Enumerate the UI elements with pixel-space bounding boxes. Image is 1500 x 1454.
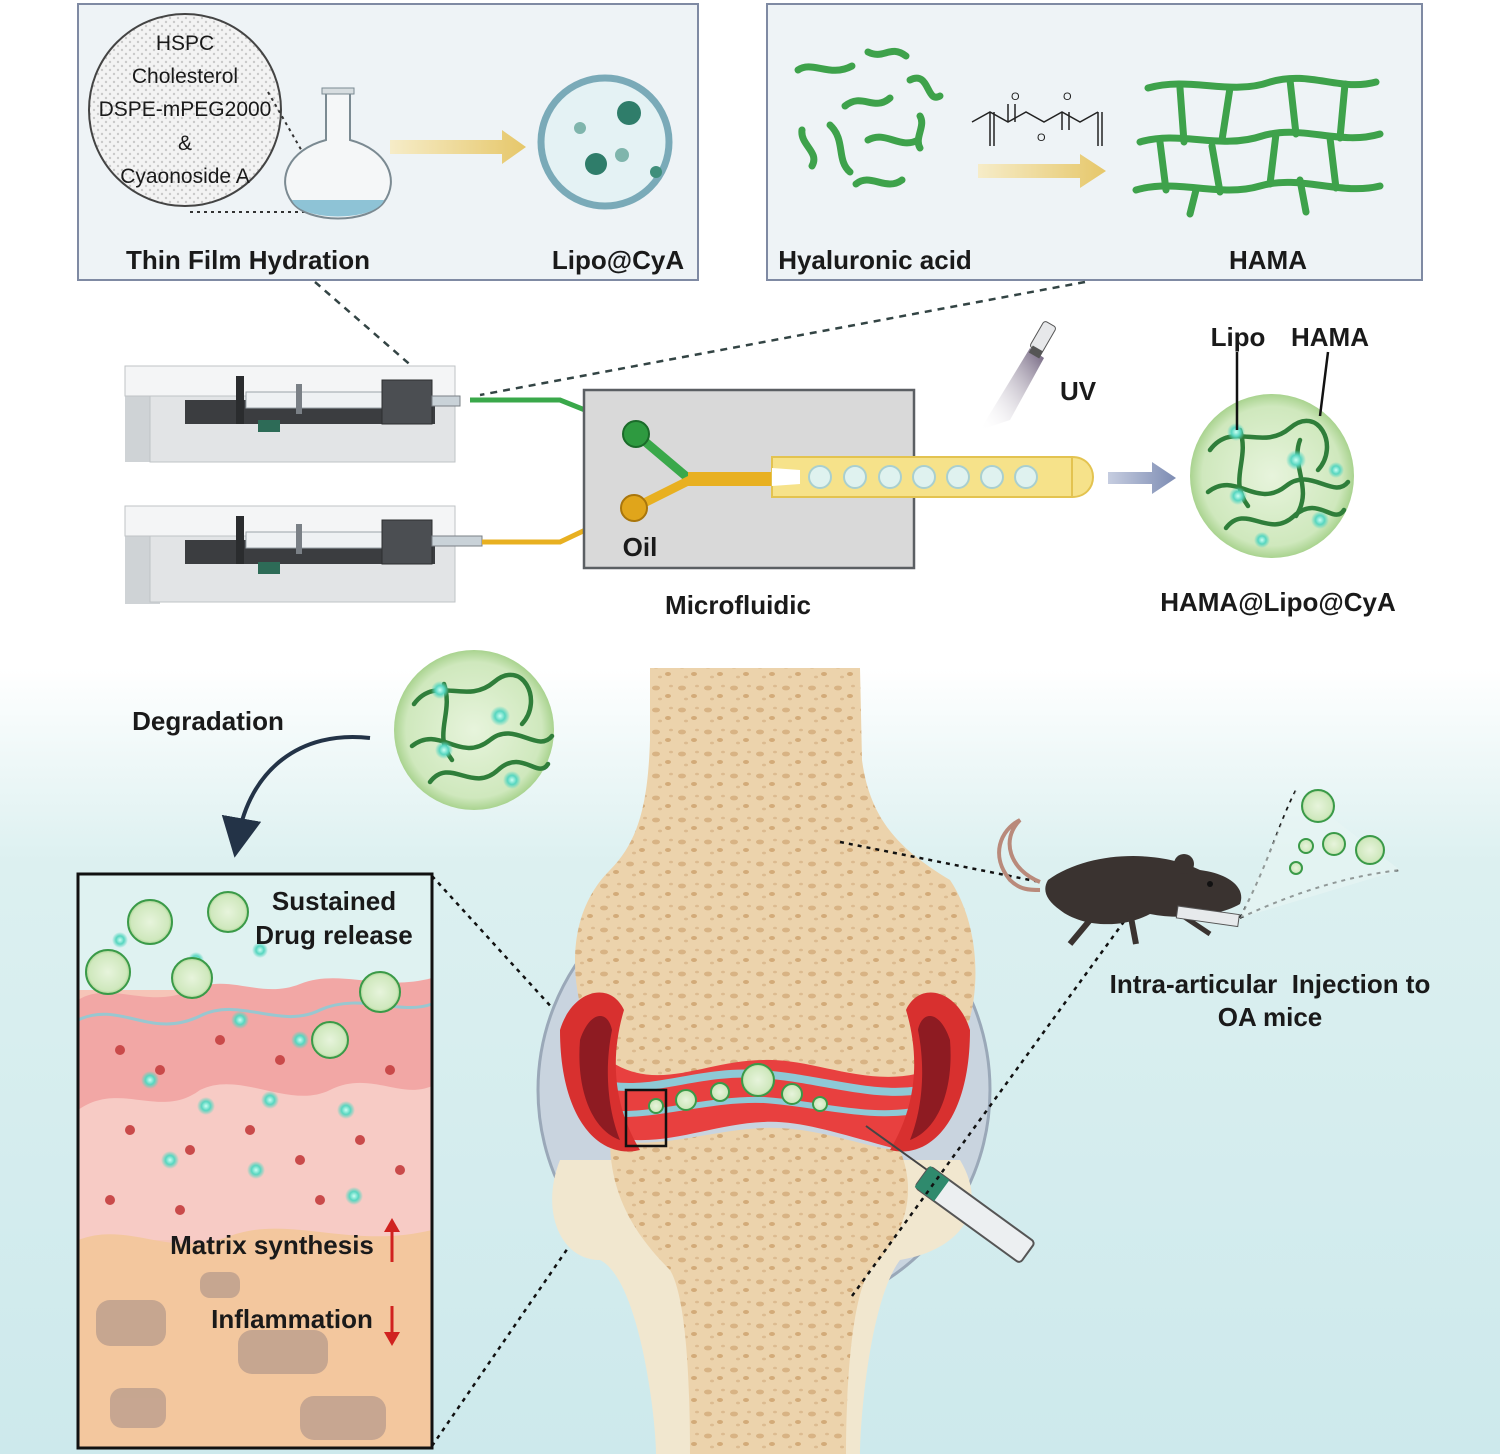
tibia-bone	[610, 1127, 909, 1454]
degradation-arrow	[221, 735, 371, 858]
injection-label-line2: OA mice	[1218, 1002, 1323, 1032]
microsphere-particles	[85, 891, 401, 1059]
liposome-icon	[537, 74, 673, 210]
degrading-microsphere	[394, 650, 555, 810]
component-ampersand: &	[178, 132, 192, 155]
hyaluronic-acid-label: Hyaluronic acid	[778, 245, 972, 275]
hama-lipo-cya-label: HAMA@Lipo@CyA	[1160, 587, 1396, 617]
lipo-dots	[1227, 423, 1344, 548]
component-cyaonoside: Cyaonoside A	[120, 165, 250, 188]
degradation-label: Degradation	[132, 706, 284, 736]
svg-text:O: O	[1037, 132, 1046, 144]
inflammation-label: Inflammation	[211, 1304, 373, 1334]
oil-label: Oil	[623, 532, 658, 562]
uv-lamp-icon	[980, 321, 1056, 430]
hama-network	[1132, 74, 1384, 218]
matrix-synthesis-label: Matrix synthesis	[170, 1230, 374, 1260]
up-arrow-icon	[384, 1218, 400, 1262]
sustained-label: Sustained	[272, 886, 396, 916]
cartilage-zoom-panel: Sustained Drug release Matrix synthesis …	[76, 872, 434, 1450]
injection-spray	[1239, 789, 1401, 919]
component-cholesterol: Cholesterol	[132, 65, 238, 88]
uv-label: UV	[1060, 376, 1097, 406]
svg-text:O: O	[1063, 91, 1072, 103]
component-zoom-circle: HSPC Cholesterol DSPE-mPEG2000 & Cyaonos…	[88, 13, 282, 207]
round-flask-icon	[284, 87, 392, 220]
mouse-icon	[997, 818, 1242, 946]
hama-label: HAMA	[1229, 245, 1307, 275]
bone-lacunae	[96, 1272, 386, 1440]
down-arrow-icon	[384, 1306, 400, 1346]
component-hspc: HSPC	[156, 32, 214, 55]
crosslink-arrow	[978, 154, 1106, 188]
injection-syringe-icon	[865, 1125, 1035, 1263]
hydrogel-panel: O O O Hyaluronic acid HAMA	[766, 3, 1423, 281]
joint-microspheres	[648, 1063, 828, 1114]
hydration-arrow	[390, 130, 526, 164]
syringe-pump-bottom	[124, 505, 483, 604]
lipo-pointer-label: Lipo	[1211, 322, 1266, 352]
drug-release-label: Drug release	[255, 920, 413, 950]
droplet-outlet-tube	[771, 455, 1094, 499]
methacrylic-anhydride-structure: O O O	[971, 91, 1103, 146]
injection-label-line1: Intra-articular Injection to	[1110, 969, 1431, 999]
chondrocytes	[105, 1035, 405, 1215]
component-dspe-peg: DSPE-mPEG2000	[99, 98, 272, 121]
microfluidic-label: Microfluidic	[665, 590, 811, 620]
thin-film-hydration-label: Thin Film Hydration	[126, 245, 370, 275]
hama-lipo-microsphere: Lipo HAMA	[1190, 322, 1369, 558]
zoom-selection-box	[624, 1088, 668, 1148]
liposome-panel: HSPC Cholesterol DSPE-mPEG2000 & Cyaonos…	[77, 3, 699, 281]
syringe-pump-top	[124, 365, 461, 463]
droplets	[808, 465, 1038, 489]
lipo-cya-label: Lipo@CyA	[552, 245, 684, 275]
femur-bone	[575, 668, 976, 1080]
knee-joint	[536, 668, 992, 1454]
hyaluronic-acid-chains	[794, 47, 944, 188]
oil-inlet	[620, 494, 648, 522]
hama-pointer-label: HAMA	[1291, 322, 1369, 352]
svg-text:O: O	[1011, 91, 1020, 103]
aqueous-inlet	[622, 420, 650, 448]
collection-arrow	[1108, 462, 1176, 494]
